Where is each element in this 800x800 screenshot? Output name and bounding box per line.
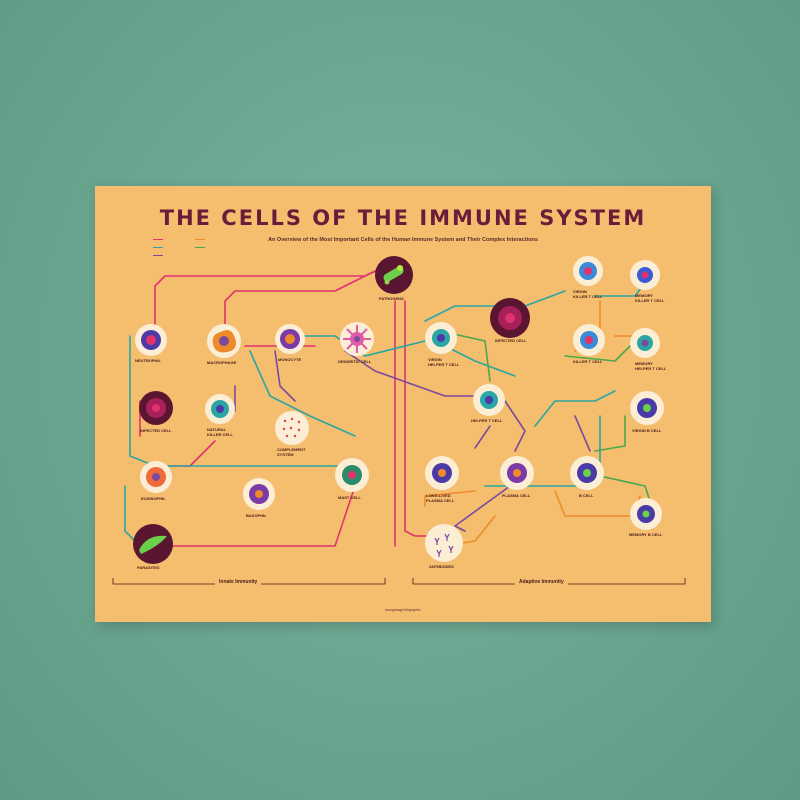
label-memory-b: MEMORY B CELL [629, 532, 663, 537]
label-memory-killer: MEMORY KILLER T CELL [635, 293, 665, 303]
label-neutrophil: NEUTROPHIL [135, 358, 161, 363]
legend-line-teal [153, 247, 163, 248]
b-cell-icon [637, 398, 657, 418]
cell-virgin-b [630, 391, 664, 425]
label-virgin-killer: VIRGIN KILLER T CELL [573, 289, 603, 299]
parasite-icon [139, 535, 167, 554]
cell-basophil [243, 478, 275, 510]
cell-complement [275, 411, 309, 445]
natural-killer-icon [211, 400, 229, 418]
brand-mark: kurzgesagt infographic [385, 608, 421, 612]
cell-memory-killer [630, 260, 660, 290]
pathogen-icon [383, 265, 404, 285]
cell-parasites [133, 524, 173, 564]
complement-icon [282, 417, 301, 438]
cell-killer-t [573, 324, 605, 356]
cell-plasma [500, 456, 534, 490]
cell-pathogens [375, 256, 413, 294]
label-memory-helper: MEMORY HELPER T CELL [635, 361, 667, 371]
label-plasma-long: LONG-LIVED PLASMA CELL [426, 493, 455, 503]
cell-macrophage [207, 324, 241, 358]
cell-b [570, 456, 604, 490]
cell-infected-b [139, 391, 173, 425]
legend-line-purple [153, 255, 163, 256]
legend-line-green [195, 247, 205, 248]
neutrophil-icon [141, 330, 161, 350]
cell-infected-a [490, 298, 530, 338]
label-infected-b: INFECTED CELL [140, 428, 172, 433]
label-monocyte: MONOCYTE [278, 357, 302, 362]
helper-t-icon [480, 391, 498, 409]
label-natural-killer: NATURAL KILLER CELL [207, 427, 233, 437]
label-plasma: PLASMA CELL [502, 493, 531, 498]
label-infected-a: INFECTED CELL [495, 338, 527, 343]
section-adaptive-immunity: Adaptive Immunity [515, 579, 568, 585]
macrophage-icon [212, 330, 236, 353]
memory-b-cell-icon [637, 505, 655, 523]
label-b: B CELL [579, 493, 594, 498]
memory-helper-t-icon [637, 335, 653, 351]
cell-memory-b [630, 498, 662, 530]
infected-cell-icon [498, 306, 522, 330]
cell-natural-killer [205, 394, 235, 424]
section-innate-immunity: Innate Immunity [215, 579, 262, 585]
poster-subtitle: An Overview of the Most Important Cells … [268, 237, 538, 243]
plasma-cell-icon [432, 463, 452, 483]
label-killer-t: KILLER T CELL [573, 359, 603, 364]
basophil-icon [249, 484, 269, 504]
cell-virgin-helper [425, 322, 457, 354]
infected-cell-icon [146, 398, 166, 418]
cell-virgin-killer [573, 256, 603, 286]
b-cell-icon [577, 463, 597, 483]
mast-cell-icon [342, 465, 362, 485]
label-basophil: BASOPHIL [246, 513, 267, 518]
cell-dendritic [340, 322, 374, 356]
cell-plasma-long [425, 456, 459, 490]
cell-helper-t [473, 384, 505, 416]
killer-t-cell-icon [579, 262, 597, 280]
label-virgin-helper: VIRGIN HELPER T CELL [428, 357, 460, 367]
monocyte-icon [280, 329, 300, 349]
eosinophil-icon [146, 467, 166, 487]
helper-t-cell-icon [432, 329, 450, 347]
connections-layer [112, 261, 686, 585]
plasma-cell-icon [507, 463, 527, 483]
cell-memory-helper [630, 328, 660, 358]
cell-mast [335, 458, 369, 492]
label-parasites: PARASITES [137, 565, 160, 570]
memory-killer-t-icon [637, 267, 653, 283]
cell-antibodies [425, 524, 463, 562]
label-mast: MAST CELL [338, 495, 361, 500]
label-macrophage: MACROPHAGE [207, 360, 237, 365]
cell-monocyte [275, 324, 305, 354]
label-helper-t: HELPER T CELL [471, 418, 503, 423]
legend-line-orange [195, 239, 205, 240]
label-virgin-b: VIRGIN B CELL [632, 428, 662, 433]
poster: THE CELLS OF THE IMMUNE SYSTEM An Overvi… [95, 186, 711, 622]
label-pathogens: PATHOGENS [379, 296, 404, 301]
killer-t-icon [580, 331, 598, 349]
cell-neutrophil [135, 324, 167, 356]
legend-line-pink [153, 239, 163, 240]
dendritic-cell-icon [343, 325, 371, 353]
cell-eosinophil [140, 461, 172, 493]
antibodies-icon [434, 533, 454, 557]
label-dendritic: DENDRITIC CELL [338, 359, 372, 364]
label-eosinophil: EOSINOPHIL [141, 496, 166, 501]
label-antibodies: ANTIBODIES [429, 564, 454, 569]
label-complement: COMPLEMENT SYSTEM [277, 447, 306, 457]
poster-title: THE CELLS OF THE IMMUNE SYSTEM [159, 206, 647, 230]
